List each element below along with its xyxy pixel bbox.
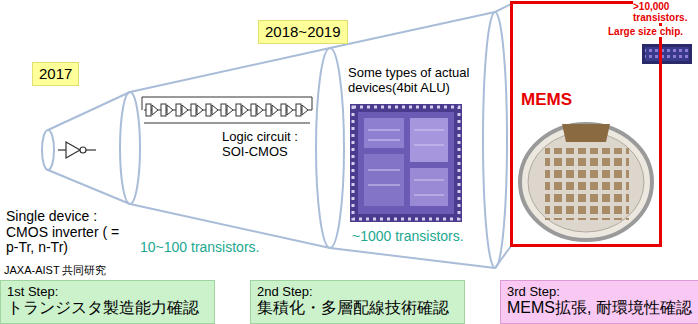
cone-line: [48, 92, 130, 130]
inverter-wire: [86, 149, 96, 150]
annotation: ~1000 transistors.: [352, 229, 464, 245]
inverter-bubble: [80, 147, 86, 153]
step-box: 1st Step:トランジスタ製造能力確認: [0, 280, 215, 324]
logic-circuit: [142, 97, 312, 123]
logic-gate: [206, 104, 218, 116]
logic-gate: [266, 104, 278, 116]
alu-chip: [350, 104, 462, 222]
chip-block: [364, 118, 404, 148]
chip-die: [350, 104, 462, 222]
cone-ring: [120, 92, 140, 204]
large-chip: [642, 44, 692, 64]
annotation: Logic circuit : SOI-CMOS: [222, 130, 312, 159]
box-text: 2017: [39, 65, 72, 83]
chip-pads: [353, 107, 459, 219]
logic-gate: [191, 104, 203, 116]
logic-gate: [161, 104, 173, 116]
cone-line: [330, 248, 495, 268]
mems-devices: [545, 148, 629, 220]
logic-gate: [146, 104, 158, 116]
chip-block: [410, 118, 448, 162]
chip-core: [645, 47, 689, 61]
cone-line: [495, 246, 511, 268]
wafer-ring: [520, 124, 652, 240]
inverter-body: [66, 142, 80, 158]
cone-line: [48, 170, 130, 204]
annotation: Single device : CMOS inverter ( = p-Tr, …: [6, 209, 124, 256]
chip-block: [410, 168, 448, 206]
chip-block: [364, 154, 404, 206]
box-text: 1st Step:: [7, 284, 208, 299]
inverter-wire: [58, 149, 66, 150]
annotation: JAXA-AIST 共同研究: [4, 264, 106, 276]
logic-gate: [221, 104, 233, 116]
year-box: 2017: [32, 62, 79, 86]
logic-gate: [236, 104, 248, 116]
chip-die: [642, 44, 692, 64]
box-text: 3rd Step:: [507, 284, 694, 299]
logic-gate: [281, 104, 293, 116]
annotation: >10,000 transistors.: [633, 1, 696, 23]
wafer-clip: [562, 124, 610, 142]
cone-ring: [483, 12, 507, 268]
logic-gate: [296, 104, 308, 116]
inverter-symbol: [58, 142, 96, 158]
box-text: MEMS: [521, 90, 655, 110]
box-text: 2018~2019: [265, 23, 341, 41]
mems-region: MEMS: [510, 1, 662, 247]
chip-core: [358, 112, 454, 214]
cone-line: [495, 4, 511, 12]
mems-wafer: [520, 124, 652, 240]
year-box: 2018~2019: [258, 20, 348, 44]
cone-line: [330, 12, 495, 48]
step-box: 2nd Step:集積化・多層配線技術確認: [250, 280, 465, 324]
step-box: 3rd Step:MEMS拡張, 耐環境性確認: [500, 280, 698, 324]
cone-line: [130, 48, 330, 92]
chip-wiring: [368, 130, 444, 195]
box-text: 集積化・多層配線技術確認: [257, 299, 458, 318]
box-text: トランジスタ製造能力確認: [7, 299, 208, 318]
logic-gate: [251, 104, 263, 116]
circuit-wire: [144, 123, 310, 124]
annotation: Large size chip.: [608, 26, 683, 37]
annotation: Some types of actual devices(4bit ALU): [348, 66, 478, 95]
box-text: 2nd Step:: [257, 284, 458, 299]
wafer-disc: [528, 132, 644, 232]
annotation: 10~100 transistors.: [140, 240, 259, 256]
cone-ring: [316, 48, 344, 248]
box-text: MEMS拡張, 耐環境性確認: [507, 299, 694, 318]
cone-ring: [42, 130, 54, 170]
logic-gate: [176, 104, 188, 116]
